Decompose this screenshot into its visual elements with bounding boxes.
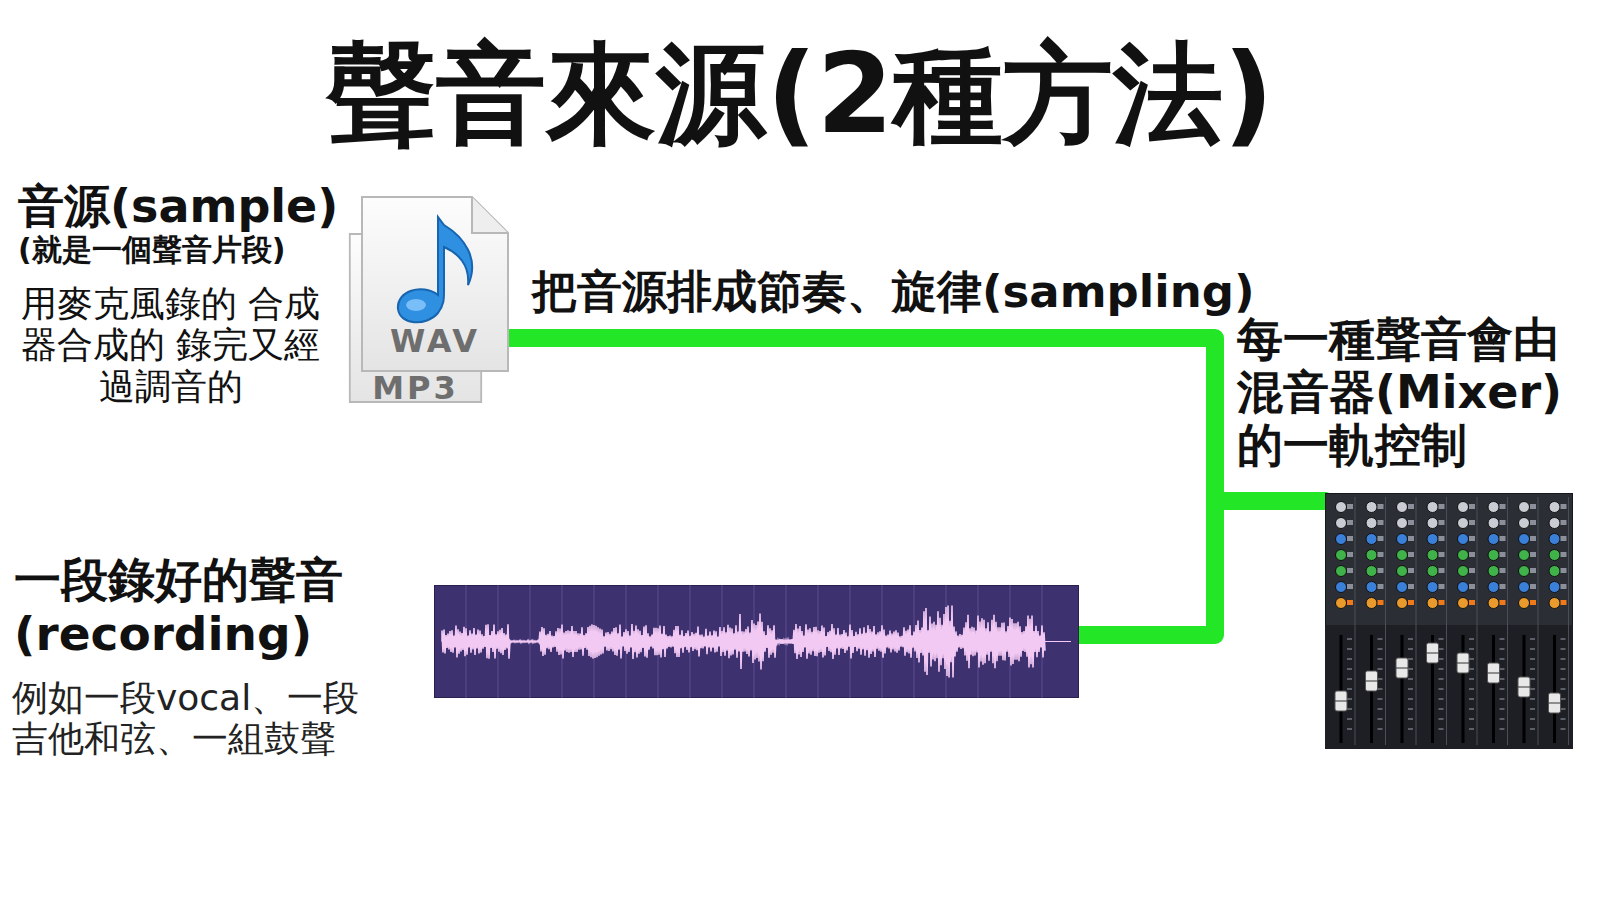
recording-examples: 例如一段vocal、一段 吉他和弦、一組鼓聲 [12, 677, 397, 760]
sample-subheading: (就是一個聲音片段) [18, 233, 285, 268]
wav-file-icon: WAV [360, 195, 510, 373]
file-type-label: MP3 [348, 370, 483, 407]
sample-heading: 音源(sample) [18, 180, 338, 233]
signal-line [1079, 501, 1325, 635]
sample-notes: 用麥克風錄的 合成器合成的 錄完又經過調音的 [8, 283, 333, 407]
mixer-graphic [1325, 493, 1573, 749]
edge-label: 把音源排成節奏、旋律(sampling) [532, 266, 1254, 318]
mixer-note: 每一種聲音會由 混音器(Mixer) 的一軌控制 [1237, 313, 1579, 472]
mixer-console: 每一種聲音會由 混音器(Mixer) 的一軌控制 [1325, 493, 1573, 749]
waveform-clip: 一段錄好的聲音 (recording)例如一段vocal、一段 吉他和弦、一組鼓… [434, 585, 1079, 698]
file-type-label: WAV [360, 323, 510, 360]
diagram-title: 聲音來源(2種方法) [0, 28, 1600, 160]
recording-heading: 一段錄好的聲音 (recording) [14, 553, 364, 661]
signal-line [510, 338, 1325, 501]
waveform-graphic [434, 585, 1079, 698]
